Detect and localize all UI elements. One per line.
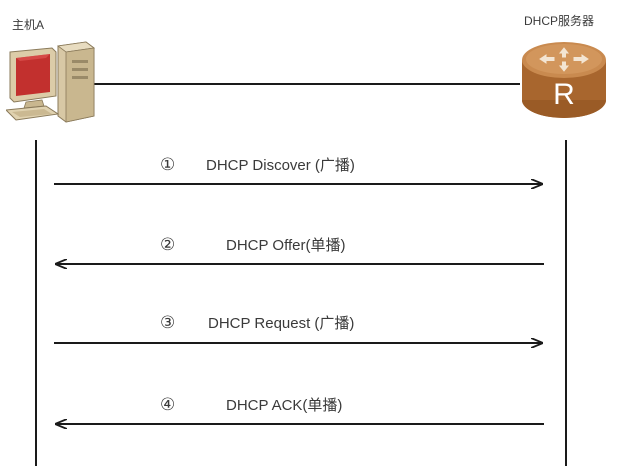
router-letter: R bbox=[553, 78, 575, 111]
message-request: DHCP Request (广播) bbox=[208, 312, 354, 333]
step-number-1: ① bbox=[160, 155, 175, 175]
message-ack: DHCP ACK(单播) bbox=[226, 394, 342, 415]
step-number-4: ④ bbox=[160, 395, 175, 415]
message-offer: DHCP Offer(单播) bbox=[226, 234, 345, 255]
message-discover: DHCP Discover (广播) bbox=[206, 154, 355, 175]
server-label: DHCP服务器 bbox=[524, 12, 594, 29]
step-number-3: ③ bbox=[160, 313, 175, 333]
host-label: 主机A bbox=[12, 16, 44, 33]
step-number-2: ② bbox=[160, 235, 175, 255]
computer-icon bbox=[6, 38, 98, 129]
router-icon: R bbox=[518, 38, 610, 127]
